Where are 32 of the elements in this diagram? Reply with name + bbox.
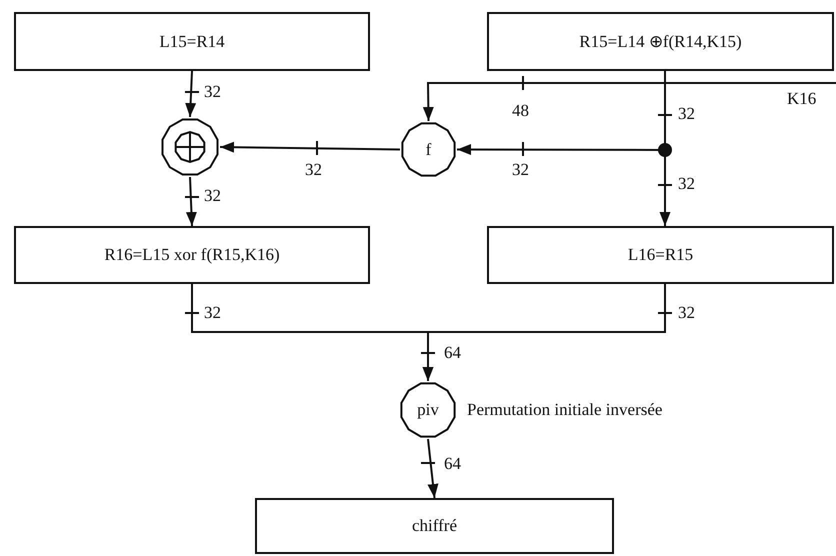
arrow [427, 438, 439, 498]
node-label: piv [417, 399, 439, 422]
process-box [255, 498, 614, 554]
xor-operator [160, 117, 220, 177]
node-label: f [426, 138, 432, 161]
process-box [487, 226, 834, 284]
arrow [186, 176, 198, 226]
box-label: R15=L14 ⊕f(R14,K15) [579, 30, 742, 53]
bit-width-label: 32 [204, 185, 221, 207]
bit-width-label: 32 [678, 173, 695, 195]
arrow [422, 284, 666, 381]
edge-label: K16 [786, 90, 818, 107]
bit-width-label: 48 [512, 100, 529, 122]
node-caption: Permutation initiale inversée [467, 399, 662, 421]
box-label: L15=R14 [159, 30, 225, 53]
box-label: R16=L15 xor f(R15,K16) [104, 244, 280, 266]
arrow [220, 142, 400, 153]
process-box [487, 12, 834, 71]
bit-width-label: 32 [678, 103, 695, 125]
arrow [422, 82, 836, 122]
bit-width-label: 32 [678, 302, 695, 324]
arrow [184, 70, 196, 118]
bit-width-label: 64 [444, 342, 461, 364]
bit-width-label: 32 [512, 159, 529, 181]
bit-width-label: 32 [204, 81, 221, 103]
bit-width-label: 32 [305, 159, 322, 181]
bit-width-label: 32 [204, 302, 221, 324]
box-label: chiffré [412, 515, 457, 538]
box-label: L16=R15 [628, 244, 694, 266]
process-box [14, 226, 370, 284]
process-box [14, 12, 370, 71]
bit-width-label: 64 [444, 453, 461, 475]
